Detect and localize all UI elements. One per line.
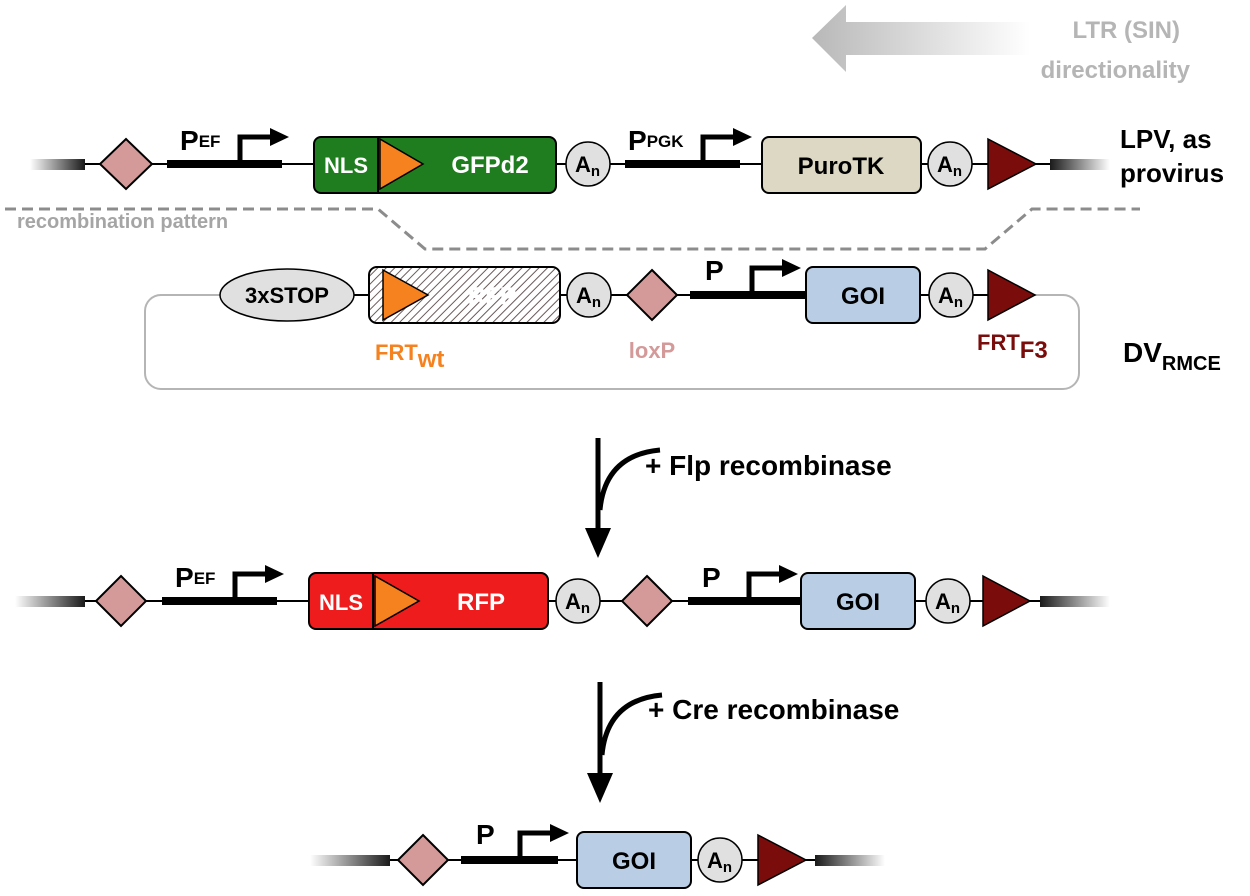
dv-label: DVRMCE	[1123, 337, 1221, 375]
flp-recombinase-label: + Flp recombinase	[645, 450, 892, 481]
promoter-arrow-icon	[749, 265, 784, 291]
promoter-label: P	[702, 562, 721, 593]
promoter-arrow-icon	[746, 571, 781, 597]
svg-text:An: An	[937, 152, 962, 180]
rfp-label: RFP	[468, 283, 516, 310]
rfp-promoterless-cassette	[368, 266, 561, 324]
promoter-ef-bar	[162, 597, 277, 605]
goi-cassette	[576, 831, 692, 889]
ltr-right-end	[1040, 596, 1110, 607]
promoter-bar	[688, 597, 800, 605]
svg-text:An: An	[935, 589, 960, 617]
frt-wt-label: FRTwt	[375, 340, 444, 373]
promoter-ef-bar	[167, 160, 282, 168]
directionality-line1: LTR (SIN)	[1072, 17, 1180, 44]
ltr-left-end	[30, 159, 85, 170]
flp-step: + Flp recombinase	[585, 438, 892, 558]
cre-step: + Cre recombinase	[587, 682, 899, 803]
promoter-pgk-label: PPGK	[628, 125, 684, 156]
ltr-right-end	[1050, 159, 1110, 170]
promoter-ef-label: PEF	[180, 125, 220, 156]
gfp-label: GFPd2	[451, 152, 528, 179]
frt-wt-site-icon	[374, 574, 421, 628]
frt-wt-site-icon	[379, 137, 425, 191]
directionality-line2: directionality	[1041, 57, 1191, 84]
polya-icon	[927, 141, 973, 187]
loxp-site-icon	[620, 574, 674, 628]
loxp-site-icon	[396, 833, 450, 887]
frt-f3-site-icon	[987, 268, 1037, 322]
svg-text:An: An	[938, 283, 963, 311]
frt-f3-label: FRTF3	[977, 330, 1048, 364]
promoter-arrow-icon	[232, 571, 267, 597]
nls-label: NLS	[324, 153, 368, 178]
recombination-pattern-label: recombination pattern	[17, 211, 228, 233]
goi-label: GOI	[836, 589, 880, 616]
loxp-label: loxP	[629, 338, 675, 363]
goi-cassette	[800, 572, 916, 630]
promoter-label: P	[476, 819, 495, 850]
polya-icon	[925, 578, 971, 624]
frt-f3-site-icon	[982, 574, 1032, 628]
loxp-site-icon	[98, 137, 154, 191]
polya-icon	[928, 272, 974, 318]
recombination-pattern: recombination pattern	[5, 207, 1140, 251]
directionality-group: LTR (SIN) directionality	[812, 5, 1191, 84]
svg-text:An: An	[576, 283, 601, 311]
lpv-label-line2: provirus	[1120, 158, 1224, 188]
stop-cassette	[219, 268, 355, 322]
purotk-cassette	[761, 136, 922, 194]
goi-label: GOI	[612, 848, 656, 875]
rfp-label: RFP	[457, 589, 505, 616]
directionality-arrow-icon	[812, 5, 1030, 72]
ltr-left-end	[15, 596, 85, 607]
ltr-right-end	[815, 855, 885, 866]
promoter-pgk-bar	[625, 160, 740, 168]
svg-text:An: An	[565, 589, 590, 617]
stop-label: 3xSTOP	[245, 283, 329, 308]
frt-f3-site-icon	[987, 137, 1038, 191]
gfp-cassette	[313, 136, 557, 194]
intermediate-construct: PEF NLS RFP An P GOI An	[15, 562, 1110, 630]
dv-rmce-plasmid: 3xSTOP RFP An P GOI An FRTwt loxP FRTF3 …	[144, 255, 1221, 390]
promoter-ef-label: PEF	[175, 562, 215, 593]
purotk-label: PuroTK	[798, 153, 885, 180]
promoter-label: P	[705, 255, 724, 286]
polya-icon	[566, 272, 612, 318]
goi-cassette	[805, 266, 921, 324]
frt-wt-site-icon	[382, 268, 430, 322]
promoter-arrow-icon	[517, 830, 552, 856]
lpv-construct: PEF NLS GFPd2 An PPGK PuroTK An LPV, as …	[30, 124, 1224, 194]
enzyme-curve-icon	[599, 692, 663, 756]
promoter-bar	[690, 291, 805, 299]
rfp-cassette	[308, 572, 549, 630]
ltr-left-end	[310, 855, 390, 866]
cre-recombinase-label: + Cre recombinase	[648, 694, 899, 725]
final-construct: P GOI An	[310, 819, 885, 889]
goi-label: GOI	[841, 283, 885, 310]
loxp-site-icon	[94, 574, 148, 628]
lpv-label-line1: LPV, as	[1120, 124, 1212, 154]
polya-icon	[555, 578, 601, 624]
nls-label: NLS	[319, 590, 363, 615]
loxp-site-icon	[625, 268, 679, 322]
svg-text:An: An	[575, 152, 600, 180]
enzyme-curve-icon	[597, 447, 661, 511]
polya-icon	[565, 141, 611, 187]
svg-text:An: An	[707, 848, 732, 876]
promoter-bar	[461, 856, 558, 864]
frt-f3-site-icon	[757, 833, 808, 887]
promoter-arrow-icon	[237, 134, 272, 160]
promoter-arrow-icon	[700, 134, 735, 160]
polya-icon	[697, 837, 743, 883]
